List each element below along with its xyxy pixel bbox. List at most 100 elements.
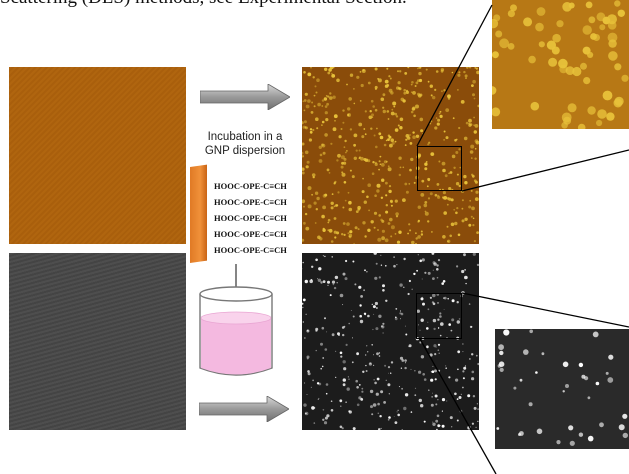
particle <box>536 428 543 435</box>
particle <box>503 329 510 336</box>
particle <box>465 77 467 79</box>
particle <box>317 278 322 282</box>
particle <box>335 376 337 378</box>
particle <box>358 122 363 127</box>
particle <box>440 68 445 72</box>
particle <box>596 119 603 127</box>
particle <box>435 117 438 119</box>
particle <box>349 169 352 172</box>
particle <box>307 72 312 77</box>
particle <box>469 150 474 154</box>
particle <box>496 427 500 430</box>
particle <box>465 282 467 285</box>
incubation-label-line-2: GNP dispersion <box>204 145 286 157</box>
particle <box>405 362 407 364</box>
particle <box>400 318 401 320</box>
particle <box>310 67 312 69</box>
incubation-label: Incubation in a GNP dispersion <box>190 130 300 158</box>
particle <box>361 69 366 73</box>
particle <box>302 121 304 125</box>
particle <box>346 150 348 152</box>
particle <box>383 160 387 164</box>
particle <box>324 67 328 71</box>
particle <box>327 221 330 224</box>
particle <box>399 283 403 287</box>
particle <box>341 172 346 177</box>
particle <box>445 108 450 112</box>
particle <box>366 195 369 199</box>
particle <box>470 144 475 149</box>
particle <box>456 320 460 324</box>
particle <box>429 192 433 196</box>
particle <box>337 153 341 158</box>
particle <box>587 396 591 400</box>
particle <box>385 204 388 207</box>
particle <box>359 100 362 102</box>
particle <box>421 179 425 183</box>
particle <box>307 329 309 331</box>
particle <box>347 107 351 111</box>
particle <box>417 154 421 158</box>
particle <box>364 158 369 162</box>
particle <box>476 403 478 405</box>
particle <box>305 412 307 415</box>
molecule-label: HOOC-OPE-C≡CH <box>214 197 287 207</box>
particle <box>471 174 475 178</box>
particle <box>324 416 328 420</box>
particle <box>473 406 477 410</box>
particle <box>463 366 467 370</box>
particle <box>378 214 381 217</box>
particle <box>434 394 438 398</box>
particle <box>347 191 350 194</box>
particle <box>378 314 382 318</box>
particle <box>326 414 330 418</box>
particle <box>366 345 368 347</box>
particle <box>419 259 422 263</box>
particle <box>469 358 471 360</box>
particle <box>613 98 623 108</box>
particle <box>334 120 336 122</box>
particle <box>364 269 366 272</box>
particle <box>412 106 416 110</box>
particle <box>442 191 446 195</box>
particle <box>360 398 364 401</box>
particle <box>430 378 434 382</box>
particle <box>394 317 398 321</box>
particle <box>394 233 397 235</box>
particle <box>387 118 390 120</box>
particle <box>439 312 442 315</box>
particle <box>397 409 399 411</box>
particle <box>408 279 411 283</box>
particle <box>404 359 407 362</box>
particle <box>356 75 360 79</box>
particle <box>303 221 306 225</box>
particle <box>437 259 441 262</box>
particle <box>312 176 315 179</box>
particle <box>399 356 404 360</box>
particle <box>618 424 625 431</box>
particle <box>390 111 395 116</box>
particle <box>363 128 366 130</box>
particle <box>608 354 614 360</box>
particle <box>308 138 312 142</box>
particle <box>398 156 402 160</box>
particle <box>321 214 325 219</box>
particle <box>379 135 384 140</box>
particle <box>399 310 402 312</box>
particle <box>393 264 396 268</box>
particle <box>541 352 545 356</box>
particle <box>449 416 453 420</box>
particle <box>329 294 332 297</box>
particle <box>432 422 436 426</box>
particle <box>431 396 433 398</box>
particle <box>468 303 471 305</box>
particle <box>372 403 377 407</box>
particle <box>379 163 382 166</box>
particle <box>321 365 324 368</box>
particle <box>315 327 319 331</box>
particle <box>588 16 596 24</box>
particle <box>405 190 409 194</box>
particle <box>304 92 308 96</box>
particle <box>412 135 416 139</box>
particle <box>390 235 393 238</box>
